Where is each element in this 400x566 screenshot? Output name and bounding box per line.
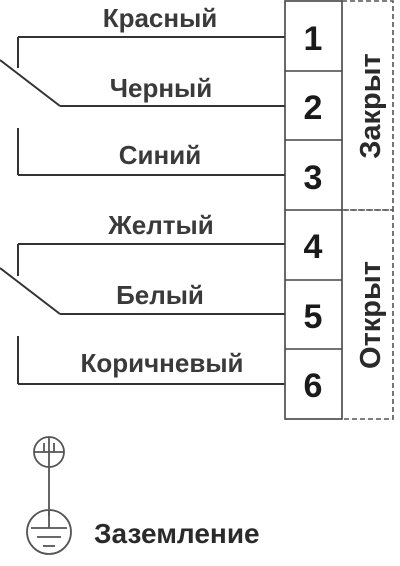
terminal-block: 1 2 3 4 5 6 [284,0,343,420]
terminal-number-3: 3 [304,159,323,197]
ground-label: Заземление [94,518,260,549]
wire-label-white: Белый [116,280,204,310]
wire-label-black: Черный [110,73,213,103]
dashed-outline [342,209,394,420]
terminal-number-4: 4 [304,228,323,266]
terminal-number-5: 5 [304,298,323,336]
wire-label-yellow: Желтый [107,210,213,240]
wire-label-red: Красный [103,3,218,33]
wire-label-brown: Коричневый [80,348,243,378]
switch-lever-2 [0,267,61,315]
terminal-number-6: 6 [304,367,323,405]
switch-group-open [0,243,285,385]
wire-label-blue: Синий [119,140,201,170]
group-label-closed: Закрыт [355,53,387,159]
group-label-open: Открыт [355,261,387,369]
switch-group-closed [0,36,285,176]
ground-connector [26,436,72,555]
dashed-outline [342,0,394,211]
switch-lever-1 [0,59,61,107]
group-frame-closed: Закрыт [342,0,394,211]
group-frame-open: Открыт [342,209,394,420]
terminal-number-2: 2 [304,89,323,127]
terminal-number-1: 1 [304,20,323,58]
